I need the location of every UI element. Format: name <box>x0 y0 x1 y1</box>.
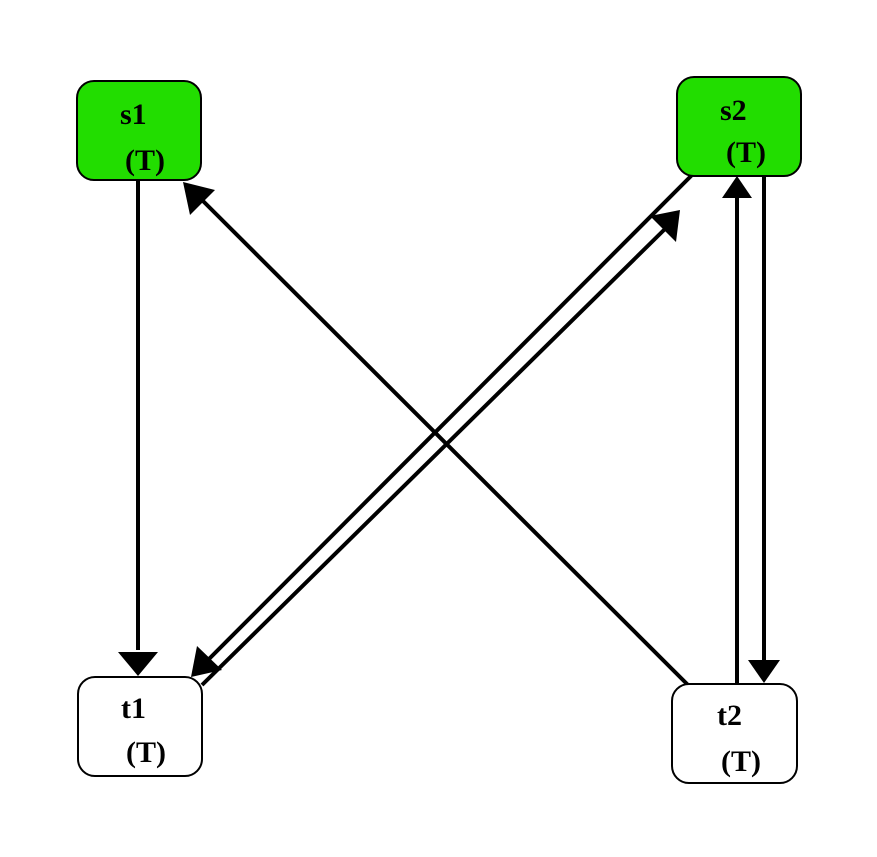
arrowhead-s1-to-t1 <box>118 652 158 676</box>
node-t2[interactable]: t2 (T) <box>671 683 798 784</box>
arrowhead-t1-to-s2 <box>650 210 680 242</box>
edge-t1-to-s2 <box>200 224 670 687</box>
node-t1-name: t1 <box>121 692 146 725</box>
arrowhead-t2-to-s1 <box>183 182 215 215</box>
node-s1[interactable]: s1 (T) <box>76 80 202 181</box>
edge-t2-to-s1 <box>196 194 690 687</box>
node-s1-name: s1 <box>120 98 147 131</box>
node-s2[interactable]: s2 (T) <box>676 76 802 177</box>
node-s1-state: (T) <box>125 144 165 177</box>
arrowhead-t2-to-s2 <box>722 176 752 198</box>
node-t2-name: t2 <box>717 699 742 732</box>
node-t1[interactable]: t1 (T) <box>77 676 203 777</box>
node-s2-state: (T) <box>726 136 766 169</box>
node-t2-state: (T) <box>721 745 761 778</box>
node-t1-state: (T) <box>126 736 166 769</box>
edge-s2-to-t1 <box>204 172 695 664</box>
arrowhead-s2-to-t2 <box>748 660 780 683</box>
node-s2-name: s2 <box>720 94 747 127</box>
arrowhead-s2-to-t1 <box>191 646 222 677</box>
